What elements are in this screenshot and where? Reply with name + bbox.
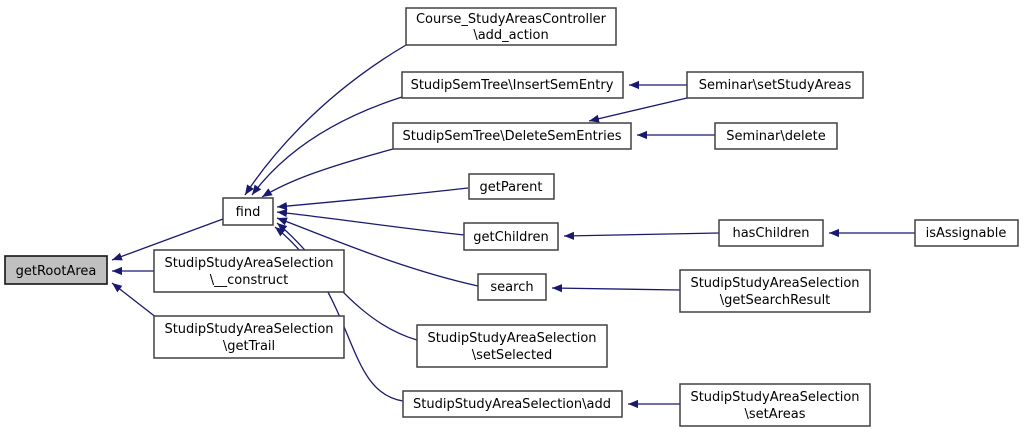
node-getparent[interactable]: getParent — [468, 173, 555, 200]
node-setareas-label-line1[interactable]: StudipStudyAreaSelection — [690, 390, 859, 405]
node-insertsementry-box[interactable] — [401, 71, 624, 99]
node-setareas-box[interactable] — [679, 383, 871, 427]
edge-haschildren-to-getchildren — [563, 231, 720, 240]
node-setselected[interactable]: StudipStudyAreaSelection \setSelected — [416, 324, 608, 368]
node-isassignable-box[interactable] — [914, 219, 1019, 247]
node-gettrail-label-line1[interactable]: StudipStudyAreaSelection — [164, 322, 333, 337]
edge-getsearchresult-to-search — [551, 284, 681, 293]
edge-getparent-to-find — [276, 187, 469, 211]
node-setareas[interactable]: StudipStudyAreaSelection \setAreas — [679, 383, 871, 427]
edge-addaction-to-find — [244, 44, 407, 196]
node-search-box[interactable] — [477, 273, 547, 301]
node-setstudyareas-box[interactable] — [686, 71, 864, 99]
node-getparent-label[interactable]: getParent — [480, 180, 543, 195]
node-seminar-delete[interactable]: Seminar\delete — [714, 122, 838, 150]
node-haschildren-box[interactable] — [718, 219, 824, 247]
node-deletesementries[interactable]: StudipSemTree\DeleteSemEntries — [392, 122, 632, 150]
node-construct-label-line2[interactable]: \__construct — [210, 273, 288, 288]
node-find-label[interactable]: find — [236, 205, 261, 220]
node-getchildren-label[interactable]: getChildren — [473, 230, 548, 245]
node-seminar-delete-label[interactable]: Seminar\delete — [726, 129, 825, 144]
node-getrootarea-box — [4, 255, 108, 285]
node-isassignable-label[interactable]: isAssignable — [926, 226, 1007, 241]
node-haschildren-label[interactable]: hasChildren — [732, 226, 809, 241]
node-getrootarea: getRootArea — [4, 255, 108, 285]
node-add-action-box[interactable] — [405, 7, 617, 46]
node-seminar-delete-box[interactable] — [714, 122, 838, 150]
node-add-label[interactable]: StudipStudyAreaSelection\add — [413, 397, 611, 412]
node-setstudyareas-label[interactable]: Seminar\setStudyAreas — [699, 78, 852, 93]
node-setselected-box[interactable] — [416, 324, 608, 368]
node-add-action[interactable]: Course_StudyAreasController \add_action — [405, 7, 617, 46]
edge-deletesementries-to-find — [261, 148, 394, 198]
edge-insertsementry-to-find — [251, 96, 403, 196]
node-getchildren[interactable]: getChildren — [463, 222, 559, 251]
node-find-box[interactable] — [222, 197, 274, 226]
node-haschildren[interactable]: hasChildren — [718, 219, 824, 247]
edge-setstudyareas-to-deletesementries — [588, 97, 688, 123]
node-search-label[interactable]: search — [490, 280, 533, 295]
node-deletesementries-box[interactable] — [392, 122, 632, 150]
node-insertsementry-label[interactable]: StudipSemTree\InsertSemEntry — [411, 78, 614, 93]
node-construct[interactable]: StudipStudyAreaSelection \__construct — [153, 249, 345, 293]
node-add-box[interactable] — [402, 390, 623, 418]
node-getsearchresult-label-line1[interactable]: StudipStudyAreaSelection — [690, 276, 859, 291]
node-gettrail-label-line2[interactable]: \getTrail — [223, 339, 275, 354]
edge-gettrail-to-getrootarea — [111, 282, 158, 319]
node-find[interactable]: find — [222, 197, 274, 226]
node-gettrail[interactable]: StudipStudyAreaSelection \getTrail — [153, 315, 345, 359]
edge-group — [111, 44, 915, 409]
node-getsearchresult-box[interactable] — [679, 269, 871, 313]
node-isassignable[interactable]: isAssignable — [914, 219, 1019, 247]
node-deletesementries-label[interactable]: StudipSemTree\DeleteSemEntries — [403, 129, 622, 144]
node-getparent-box[interactable] — [468, 173, 555, 200]
node-gettrail-box[interactable] — [153, 315, 345, 359]
node-add-action-label-line2[interactable]: \add_action — [473, 28, 548, 43]
edge-search-to-find — [276, 217, 479, 287]
node-construct-box[interactable] — [153, 249, 345, 293]
node-setareas-label-line2[interactable]: \setAreas — [745, 407, 806, 422]
edge-find-to-getrootarea — [111, 218, 224, 261]
edge-getchildren-to-find — [276, 209, 465, 236]
node-getsearchresult[interactable]: StudipStudyAreaSelection \getSearchResul… — [679, 269, 871, 313]
node-setselected-label-line1[interactable]: StudipStudyAreaSelection — [427, 331, 596, 346]
node-construct-label-line1[interactable]: StudipStudyAreaSelection — [164, 256, 333, 271]
node-add[interactable]: StudipStudyAreaSelection\add — [402, 390, 623, 418]
node-getsearchresult-label-line2[interactable]: \getSearchResult — [720, 293, 831, 308]
node-setstudyareas[interactable]: Seminar\setStudyAreas — [686, 71, 864, 99]
node-insertsementry[interactable]: StudipSemTree\InsertSemEntry — [401, 71, 624, 99]
node-getchildren-box[interactable] — [463, 222, 559, 251]
node-add-action-label-line1[interactable]: Course_StudyAreasController — [416, 12, 607, 27]
node-search[interactable]: search — [477, 273, 547, 301]
node-setselected-label-line2[interactable]: \setSelected — [472, 348, 553, 363]
node-getrootarea-label: getRootArea — [16, 264, 97, 279]
